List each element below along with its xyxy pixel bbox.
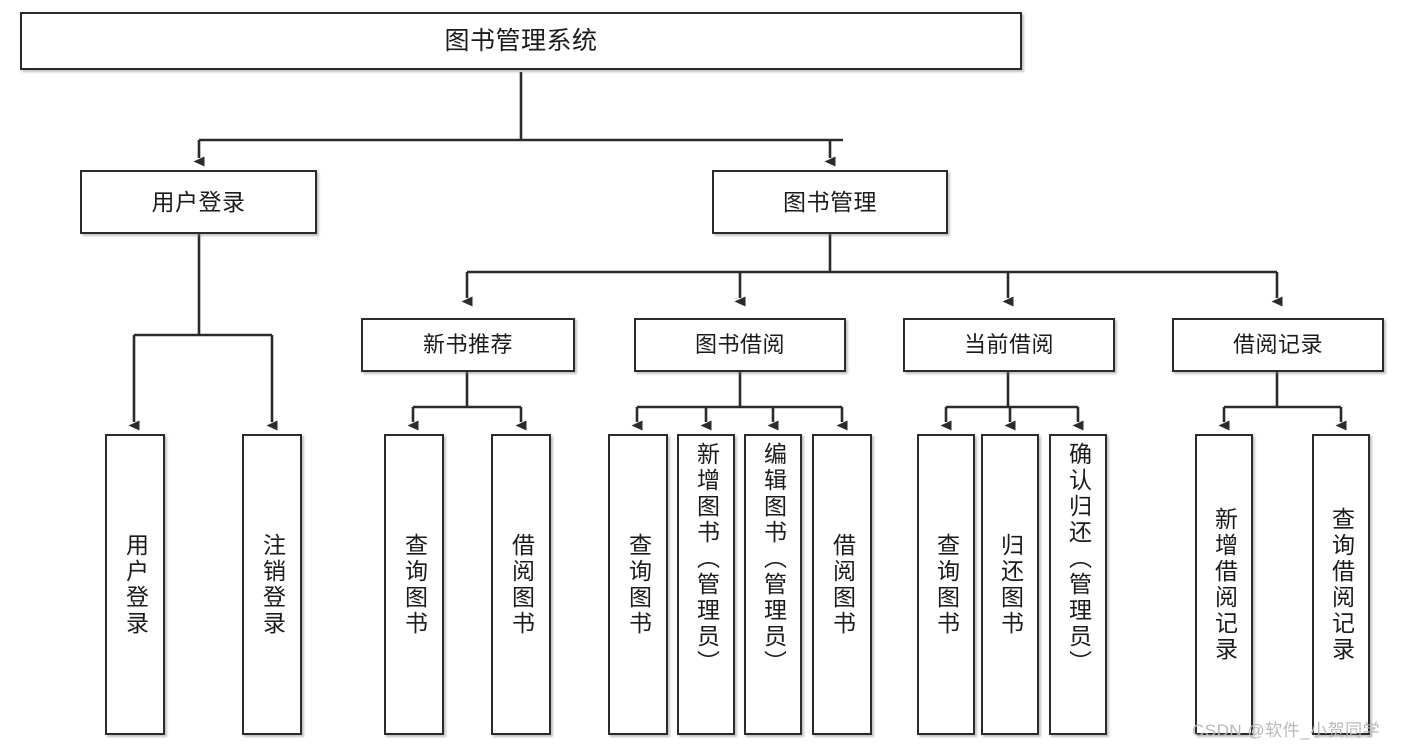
leaf-current-borrow-3[interactable]: 确认归还（管理员）: [1049, 434, 1107, 735]
node-book-management[interactable]: 图书管理: [712, 170, 948, 234]
leaf-new-book-2-label: 借阅图书: [508, 532, 535, 637]
leaf-user-login-2-label: 注销登录: [259, 532, 286, 637]
node-book-borrow[interactable]: 图书借阅: [634, 318, 846, 372]
node-root-label: 图书管理系统: [444, 26, 598, 55]
node-current-borrow-label: 当前借阅: [963, 332, 1054, 358]
node-book-borrow-label: 图书借阅: [694, 332, 785, 358]
leaf-current-borrow-1-label: 查询图书: [933, 532, 960, 637]
node-book-management-label: 图书管理: [783, 188, 877, 215]
node-root[interactable]: 图书管理系统: [20, 12, 1022, 70]
node-new-book-recommend-label: 新书推荐: [422, 332, 513, 358]
leaf-user-login-1-label: 用户登录: [122, 532, 149, 637]
leaf-book-borrow-3[interactable]: 编辑图书（管理员）: [744, 434, 802, 735]
node-new-book-recommend[interactable]: 新书推荐: [361, 318, 575, 372]
leaf-book-borrow-4[interactable]: 借阅图书: [812, 434, 872, 735]
leaf-current-borrow-2[interactable]: 归还图书: [981, 434, 1039, 735]
leaf-book-borrow-3-label: 编辑图书（管理员）: [760, 442, 787, 676]
leaf-borrow-record-1[interactable]: 新增借阅记录: [1195, 434, 1253, 735]
leaf-new-book-1[interactable]: 查询图书: [384, 434, 444, 735]
leaf-new-book-1-label: 查询图书: [401, 532, 428, 637]
leaf-new-book-2[interactable]: 借阅图书: [491, 434, 551, 735]
leaf-current-borrow-3-label: 确认归还（管理员）: [1065, 442, 1092, 676]
leaf-borrow-record-1-label: 新增借阅记录: [1211, 506, 1238, 663]
leaf-borrow-record-2[interactable]: 查询借阅记录: [1312, 434, 1370, 735]
leaf-current-borrow-2-label: 归还图书: [997, 532, 1024, 637]
leaf-current-borrow-1[interactable]: 查询图书: [917, 434, 975, 735]
leaf-book-borrow-1-label: 查询图书: [625, 532, 652, 637]
node-borrow-record-label: 借阅记录: [1232, 332, 1323, 358]
leaf-book-borrow-2[interactable]: 新增图书（管理员）: [677, 434, 735, 735]
leaf-user-login-1[interactable]: 用户登录: [105, 434, 165, 735]
leaf-book-borrow-1[interactable]: 查询图书: [608, 434, 668, 735]
node-user-login[interactable]: 用户登录: [80, 170, 317, 234]
leaf-book-borrow-2-label: 新增图书（管理员）: [693, 442, 720, 676]
leaf-borrow-record-2-label: 查询借阅记录: [1328, 506, 1355, 663]
node-user-login-label: 用户登录: [151, 188, 246, 215]
watermark: CSDN @软件_小贺同学: [1192, 721, 1381, 740]
node-borrow-record[interactable]: 借阅记录: [1172, 318, 1384, 372]
node-current-borrow[interactable]: 当前借阅: [903, 318, 1115, 372]
leaf-book-borrow-4-label: 借阅图书: [829, 532, 856, 637]
leaf-user-login-2[interactable]: 注销登录: [242, 434, 302, 735]
